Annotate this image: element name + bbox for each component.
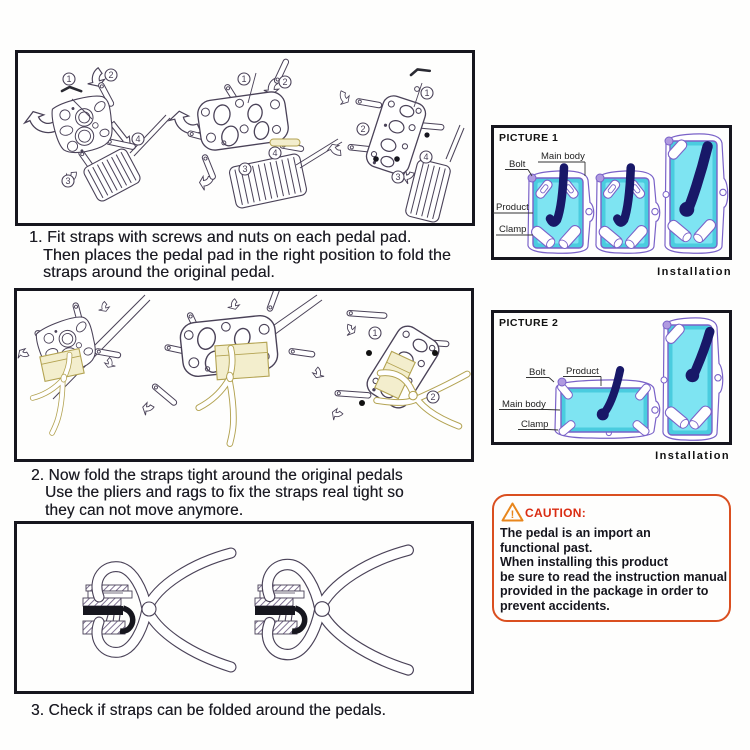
svg-text:4: 4	[423, 152, 428, 162]
svg-text:2: 2	[108, 70, 113, 80]
svg-text:Clamp: Clamp	[521, 419, 548, 430]
svg-text:4: 4	[135, 134, 140, 144]
svg-text:Bolt: Bolt	[509, 159, 526, 170]
svg-text:!: !	[511, 509, 515, 521]
svg-text:1: 1	[241, 74, 246, 84]
svg-text:Main body: Main body	[502, 399, 546, 410]
svg-text:Product: Product	[496, 202, 529, 213]
svg-text:Main body: Main body	[541, 151, 585, 162]
svg-text:3: 3	[65, 176, 70, 186]
svg-text:Clamp: Clamp	[499, 224, 526, 235]
svg-text:Product: Product	[566, 366, 599, 377]
svg-text:3: 3	[395, 172, 400, 182]
svg-text:4: 4	[272, 148, 277, 158]
svg-text:2: 2	[360, 124, 365, 134]
svg-text:2: 2	[430, 392, 435, 402]
svg-text:1: 1	[66, 74, 71, 84]
svg-text:2: 2	[282, 77, 287, 87]
svg-text:1: 1	[424, 88, 429, 98]
svg-text:Bolt: Bolt	[529, 367, 546, 378]
svg-text:1: 1	[372, 328, 377, 338]
svg-text:3: 3	[242, 164, 247, 174]
